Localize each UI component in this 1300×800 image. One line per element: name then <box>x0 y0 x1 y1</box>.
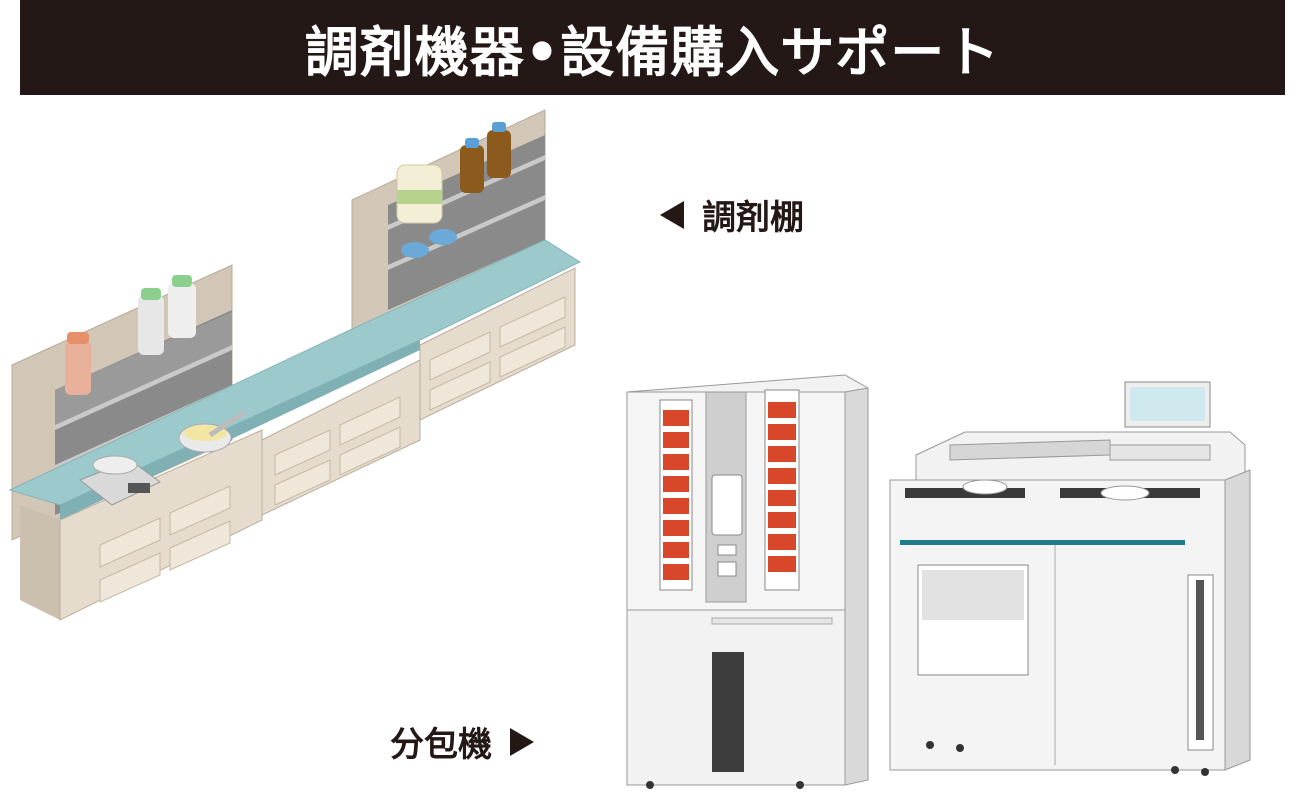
header-banner: 調剤機器•設備購入サポート <box>20 0 1285 95</box>
triangle-left-icon <box>660 200 684 229</box>
dispensing-shelf-label: 調剤棚 <box>660 190 804 239</box>
packaging-machine-label: 分包機 <box>390 717 534 766</box>
triangle-right-icon <box>510 727 534 756</box>
dispensing-shelf-text: 調剤棚 <box>702 198 804 238</box>
packaging-machine-text: 分包機 <box>390 725 492 765</box>
tablet-packaging-machine-illustration <box>626 374 869 789</box>
page-title: 調剤機器•設備購入サポート <box>304 21 1001 84</box>
dispensing-counter-illustration <box>8 109 582 621</box>
powder-packaging-machine-illustration <box>889 381 1251 776</box>
